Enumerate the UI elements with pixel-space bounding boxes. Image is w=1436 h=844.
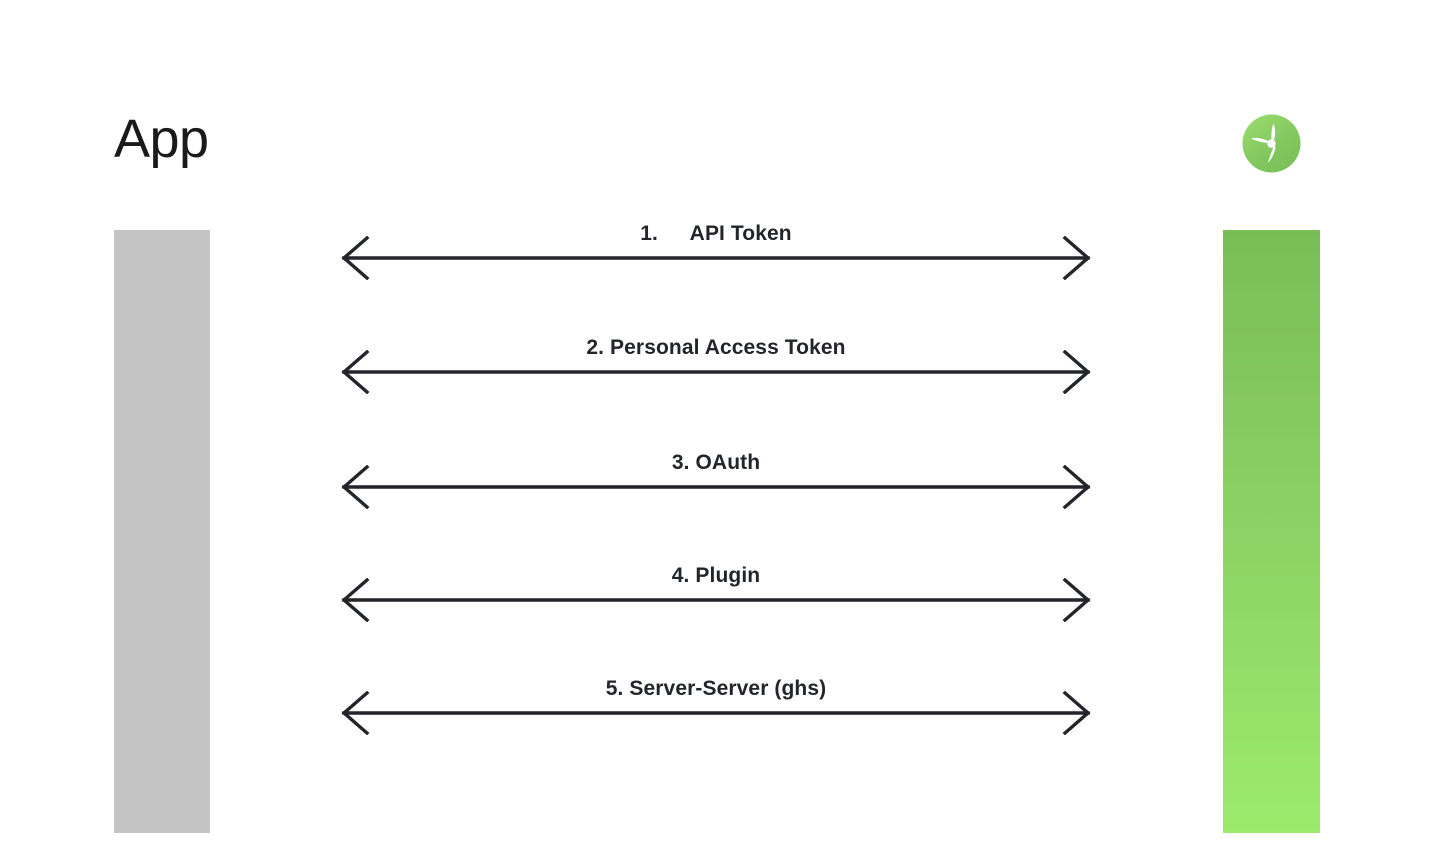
bidirectional-arrow-icon xyxy=(340,350,1092,394)
propeller-logo-icon xyxy=(1242,114,1301,173)
bidirectional-arrow-icon xyxy=(340,236,1092,280)
lifeline-app xyxy=(114,230,210,833)
message-label: 4. Plugin xyxy=(671,564,761,587)
message-label: 2. Personal Access Token xyxy=(586,336,846,359)
bidirectional-arrow-icon xyxy=(340,691,1092,735)
lifeline-service xyxy=(1223,230,1320,833)
message-label: 1. API Token xyxy=(640,222,792,245)
actor-title-app: App xyxy=(114,109,209,169)
message-label: 5. Server-Server (ghs) xyxy=(605,677,827,700)
bidirectional-arrow-icon xyxy=(340,578,1092,622)
message-label: 3. OAuth xyxy=(671,451,761,474)
bidirectional-arrow-icon xyxy=(340,465,1092,509)
